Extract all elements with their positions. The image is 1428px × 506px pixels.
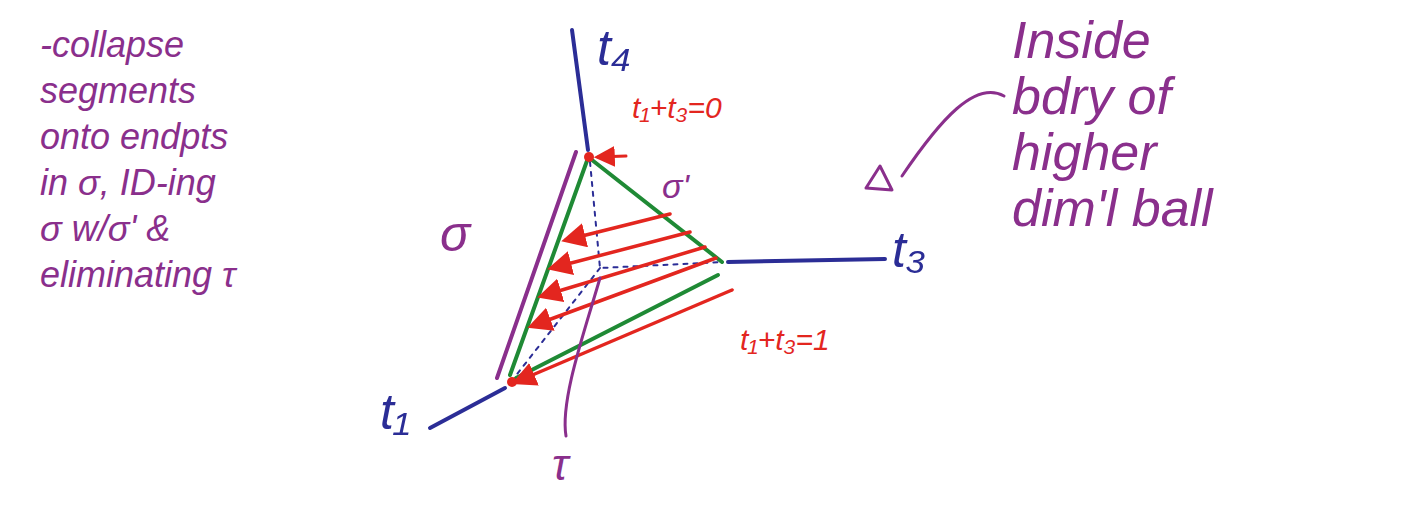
leader-line [565, 278, 600, 436]
collapse-arrow [516, 290, 732, 382]
face-label: τ [552, 440, 568, 490]
equation-label: t₁+t₃=1 [740, 322, 830, 358]
vertex-dot [507, 377, 517, 387]
axis-label: t₄ [597, 20, 631, 76]
axis-line [572, 30, 588, 150]
axis-line [728, 259, 885, 262]
triangle-symbol [866, 166, 892, 190]
hidden-edge [514, 162, 722, 378]
leader-line [902, 92, 1004, 176]
triangle-edge [516, 275, 718, 378]
annotation-note: Inside bdry of higher dim'l ball [1012, 12, 1244, 236]
equation-label: t₁+t₃=0 [632, 90, 722, 126]
axis-line [430, 388, 505, 428]
pointer-arrow [598, 156, 626, 157]
annotation-note: -collapse segments onto endpts in σ, ID-… [40, 22, 243, 298]
axis-label: t₃ [892, 222, 926, 278]
collapse-arrow [552, 232, 690, 268]
face-label: σ [440, 206, 470, 262]
collapse-arrow [566, 214, 670, 240]
axis-label: t₁ [380, 384, 410, 440]
collapse-arrow [532, 258, 716, 326]
face-label: σ' [662, 166, 689, 206]
vertex-dot [584, 152, 594, 162]
triangle-edge [510, 158, 588, 375]
